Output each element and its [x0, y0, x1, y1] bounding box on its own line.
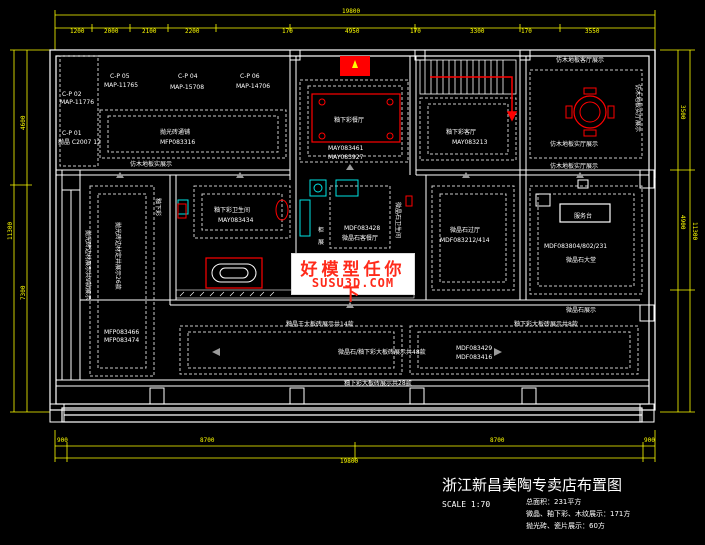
- label-center-vert: 微晶石卫生间: [394, 202, 402, 238]
- label-right-vert: 仿木地板实厅展示: [634, 84, 642, 132]
- label-dining-code1: MAY083461: [328, 145, 364, 152]
- dim-bottom-seg: 900: [57, 437, 68, 444]
- interior-walls: [56, 56, 649, 387]
- label-belt-right: 釉下彩大板砖展示共8款: [514, 320, 578, 328]
- label-leftcol-code1: MFP083466: [104, 329, 139, 336]
- label-pg-code: MFP083316: [160, 139, 195, 146]
- label-study: 仿木地板客厅展示: [556, 56, 604, 64]
- label-cp05: C-P 05: [110, 73, 130, 80]
- dashed-zones: [59, 55, 643, 377]
- drawing-title: 浙江新昌美陶专卖店布置图: [442, 476, 623, 494]
- left-display-column: [61, 189, 81, 381]
- label-crystal-code: MDF083212/414: [440, 237, 490, 244]
- dim-top-seg: 3550: [585, 28, 600, 35]
- label-map-left: MAP-11776: [60, 99, 94, 106]
- dim-top-seg: 170: [521, 28, 532, 35]
- label-bottom-strip: 釉下彩大板砖展示共28款: [344, 379, 412, 387]
- dim-left-seg: 7300: [20, 285, 27, 300]
- dining-table: [311, 56, 401, 143]
- label-cp06: C-P 06: [240, 73, 260, 80]
- dim-top-seg: 4950: [345, 28, 360, 35]
- label-jijing: 抛晶 C2007 12: [58, 138, 101, 146]
- stat-polished-area: 抛光砖、瓷片展示：60方: [526, 522, 605, 530]
- dimension-lines: [10, 10, 695, 462]
- stat-crystal-area: 微晶、釉下彩、木纹展示：171方: [526, 510, 631, 518]
- label-cp02: C-P 02: [62, 91, 82, 98]
- label-bath-code: MAY083434: [218, 217, 254, 224]
- label-study-sub: 仿木地板实厅展示: [550, 140, 598, 148]
- watermark-line1: 好模型任你下: [300, 260, 406, 305]
- label-center-sub: 微晶石客餐厅: [342, 234, 378, 242]
- label-vert-mid1: 柜: [318, 226, 324, 234]
- round-table-set: [565, 87, 615, 137]
- label-cp01: C-P 01: [62, 130, 82, 137]
- room-labels: C-P 02 MAP-11776 C-P 05 MAP-11765 C-P 04…: [58, 56, 607, 387]
- dim-bottom-seg: 900: [644, 437, 655, 444]
- label-belt-bottom-title: 微晶石/釉下彩大板砖展示共48款: [338, 348, 426, 356]
- vertical-dimension-texts: 11300 4600 7300 11300 3500 4900: [7, 105, 698, 300]
- service-counter: [535, 179, 611, 223]
- label-living-code: MAY083213: [452, 139, 488, 146]
- label-crystal: 微晶石过厅: [450, 226, 480, 234]
- dim-top-seg: 170: [282, 28, 293, 35]
- outer-walls: [49, 49, 656, 423]
- stat-total-area: 总面积：231平方: [526, 498, 582, 506]
- dim-top-seg: 3300: [470, 28, 485, 35]
- dim-right-total: 11300: [691, 222, 698, 240]
- label-map-1: MAP-11765: [104, 82, 138, 89]
- red-fixtures: [177, 195, 413, 221]
- dimension-texts: 19800 1200 2000 2100 2200 170 4950 170 3…: [57, 8, 655, 465]
- dim-top-seg: 2000: [104, 28, 119, 35]
- dim-left-seg: 4600: [20, 115, 27, 130]
- label-dining-code2: MAY083927: [328, 154, 364, 161]
- label-service-sub: 微晶石大堂: [566, 256, 596, 264]
- label-living: 釉下彩客厅: [446, 128, 476, 136]
- label-service-code: MDF083804/802/231: [544, 243, 607, 250]
- label-belt-right2: 微晶石展示: [566, 306, 596, 314]
- flow-arrows: [116, 164, 584, 356]
- dim-right-seg: 4900: [679, 215, 686, 230]
- dim-bottom-total: 19800: [340, 458, 358, 465]
- label-belt-code2: MDF083416: [456, 354, 492, 361]
- label-strip2: 仿木地板实厅展示: [550, 162, 598, 170]
- label-bath: 釉下彩卫生间: [214, 206, 250, 214]
- dim-left-total: 11300: [7, 222, 14, 240]
- dim-top-seg: 2100: [142, 28, 157, 35]
- drawing-scale: SCALE 1:70: [442, 500, 491, 509]
- watermark-line2: SUSU3D.COM: [311, 276, 395, 290]
- dim-top-total: 19800: [342, 8, 360, 15]
- dim-top-seg: 2200: [185, 28, 200, 35]
- bathtub: [205, 257, 263, 289]
- label-belt-top: 釉晶王大板砖展示共14款: [286, 320, 354, 328]
- dim-bottom-seg: 8700: [200, 437, 215, 444]
- label-belt-code1: MDF083429: [456, 345, 492, 352]
- label-vert-mid2: 展: [318, 239, 324, 246]
- dim-top-seg: 1200: [70, 28, 85, 35]
- label-left-vert-2: 抛光砖边材展示共9款展示: [84, 230, 92, 300]
- watermark-badge: 好模型任你下 SUSU3D.COM: [291, 253, 415, 305]
- label-map-2: MAP-15708: [170, 84, 204, 91]
- stair-arrow: [430, 76, 518, 122]
- label-leftcol-code2: MFP083474: [104, 337, 139, 344]
- dim-right-seg: 3500: [679, 105, 686, 120]
- dim-bottom-seg: 8700: [490, 437, 505, 444]
- label-dining: 釉下彩餐厅: [334, 116, 364, 124]
- label-leftcol-title: 抛光砖边材定井展示26款: [114, 222, 122, 290]
- label-strip1: 仿木地板实展示: [130, 160, 172, 168]
- dimension-ticks: [10, 24, 695, 462]
- label-cp04: C-P 04: [178, 73, 198, 80]
- label-center-code: MDF083428: [344, 225, 380, 232]
- vertical-labels: 抛光砖边材定井展示26款 仿木地板实厅展示 微晶石卫生间 釉下彩 抛光砖边材展示…: [84, 84, 642, 300]
- label-map-3: MAP-14706: [236, 83, 270, 90]
- label-service: 服务台: [574, 212, 592, 220]
- label-small-vert: 釉下彩: [154, 198, 162, 216]
- dim-top-seg: 170: [410, 28, 421, 35]
- label-pg-title: 抛光砖通铺: [160, 128, 190, 136]
